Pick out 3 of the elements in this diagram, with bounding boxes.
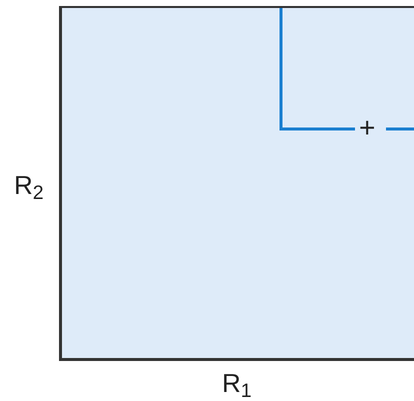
axis-label: R$_{2}$ bbox=[14, 169, 44, 205]
axis-label: R$_{1}$ bbox=[222, 367, 252, 401]
plus-sign: + bbox=[359, 114, 376, 142]
